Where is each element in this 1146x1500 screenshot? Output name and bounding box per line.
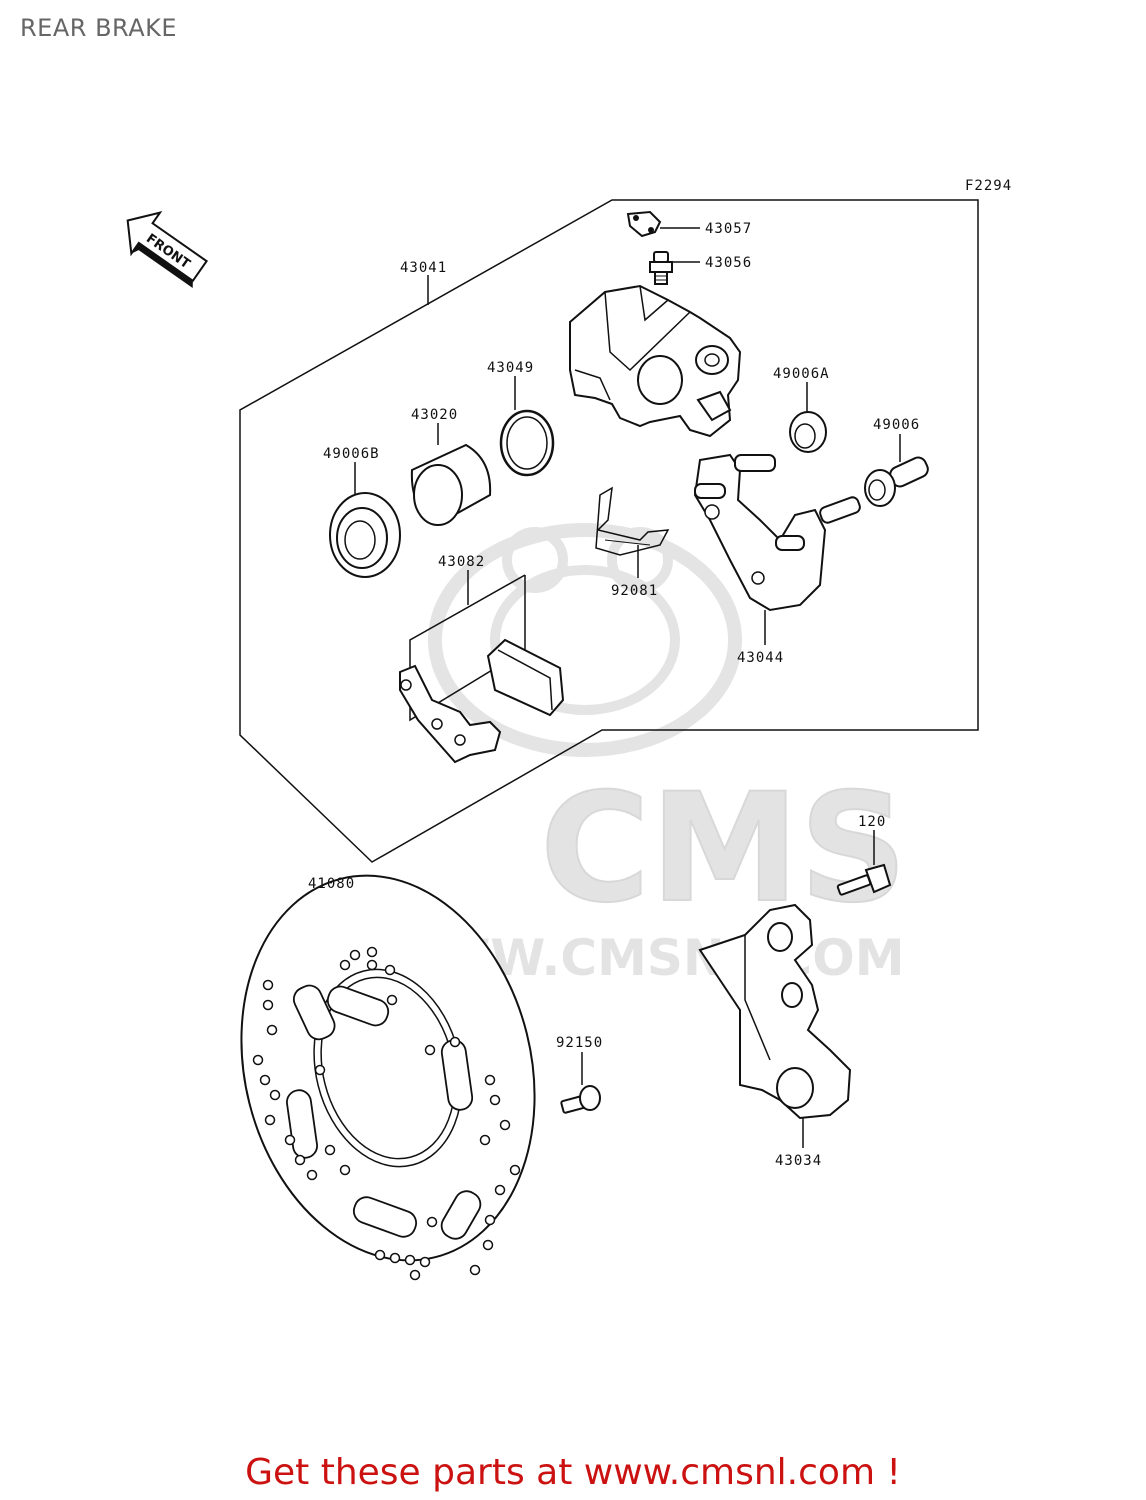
screw-92150 bbox=[560, 1085, 601, 1114]
label-43034: 43034 bbox=[775, 1153, 822, 1169]
page-title: REAR BRAKE bbox=[20, 14, 178, 42]
label-43049: 43049 bbox=[487, 360, 534, 376]
pin-boot bbox=[864, 456, 929, 507]
figure-code: F2294 bbox=[965, 178, 1012, 194]
label-43044: 43044 bbox=[737, 650, 784, 666]
bolt-120 bbox=[836, 863, 892, 896]
brake-disc bbox=[240, 874, 536, 1281]
pin-boot-a bbox=[789, 411, 827, 453]
label-92081: 92081 bbox=[611, 583, 658, 599]
caliper-assembly-outline bbox=[239, 199, 979, 863]
label-43056: 43056 bbox=[705, 255, 752, 271]
label-120: 120 bbox=[858, 814, 886, 830]
label-92150: 92150 bbox=[556, 1035, 603, 1051]
watermark-brand: CMS bbox=[540, 762, 907, 936]
bleeder-cap bbox=[626, 210, 662, 238]
caliper-body bbox=[569, 284, 742, 438]
dust-boot bbox=[329, 492, 401, 578]
pad-spring bbox=[595, 486, 670, 556]
label-49006: 49006 bbox=[873, 417, 920, 433]
footer-link[interactable]: Get these parts at www.cmsnl.com ! bbox=[245, 1452, 901, 1493]
label-43082: 43082 bbox=[438, 554, 485, 570]
disc-holes bbox=[252, 946, 521, 1281]
watermark: CMS WWW.CMSNL.COM bbox=[380, 523, 908, 987]
piston-seal bbox=[499, 409, 555, 477]
piston bbox=[410, 443, 492, 526]
label-43020: 43020 bbox=[411, 407, 458, 423]
label-41080: 41080 bbox=[308, 876, 355, 892]
label-49006B: 49006B bbox=[323, 446, 380, 462]
label-49006A: 49006A bbox=[773, 366, 830, 382]
front-arrow-icon: FRONT bbox=[126, 211, 209, 288]
pads-kit-outline bbox=[409, 574, 526, 722]
caliper-bracket bbox=[693, 453, 861, 612]
brake-pads bbox=[399, 638, 565, 764]
caliper-holder bbox=[698, 903, 852, 1120]
bleeder-valve bbox=[649, 251, 673, 285]
label-43041: 43041 bbox=[400, 260, 447, 276]
label-43057: 43057 bbox=[705, 221, 752, 237]
